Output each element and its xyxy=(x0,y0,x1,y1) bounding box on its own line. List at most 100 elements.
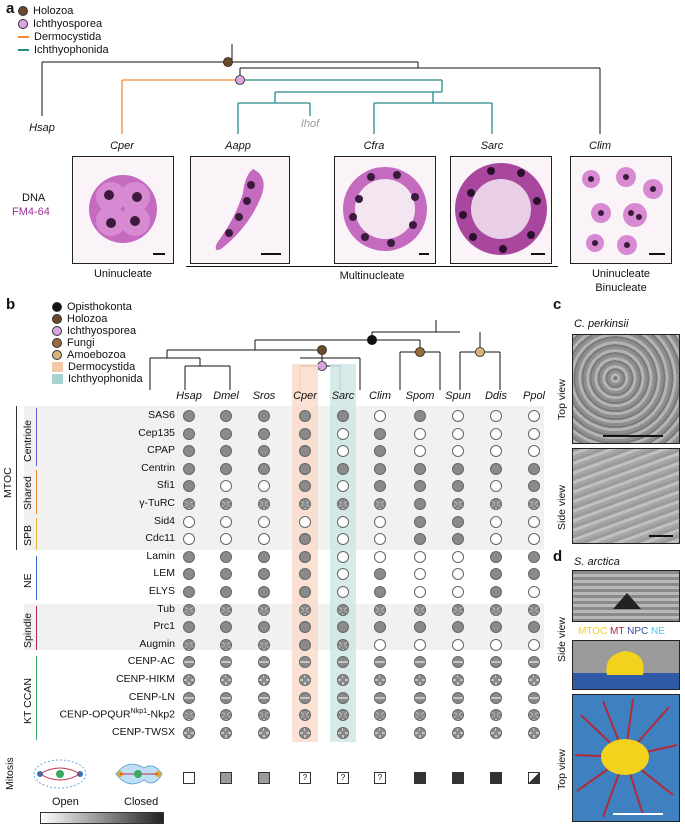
mitosis-state-box: ? xyxy=(337,772,349,784)
presence-cell xyxy=(337,568,349,581)
presence-cell xyxy=(490,462,502,475)
gene-name: Centrin xyxy=(141,461,175,474)
presence-cell xyxy=(220,691,232,704)
presence-cell xyxy=(490,603,502,616)
presence-cell xyxy=(258,691,270,704)
presence-cell xyxy=(490,498,502,510)
gene-label: CPAP xyxy=(25,444,175,456)
presence-cell xyxy=(452,638,464,651)
presence-cell xyxy=(337,480,349,493)
presence-cell xyxy=(299,480,311,493)
presence-cell xyxy=(299,462,311,475)
presence-cell xyxy=(414,586,426,598)
presence-cell xyxy=(452,621,464,634)
legend-item: Holozoa xyxy=(52,312,107,325)
presence-cell xyxy=(490,427,502,440)
legend-item: Ichthyophonida xyxy=(18,43,109,56)
presence-cell xyxy=(183,621,195,634)
gene-name: Lamin xyxy=(146,549,175,562)
mitosis-open-label: Open xyxy=(52,796,79,808)
presence-cell xyxy=(258,533,270,546)
species-label-b: Hsap xyxy=(176,390,202,402)
legend-dot-icon xyxy=(18,18,28,29)
d-top-view-label: Top view xyxy=(556,749,568,790)
presence-cell xyxy=(414,445,426,458)
presence-cell xyxy=(374,427,386,440)
presence-cell xyxy=(337,709,349,722)
stain-label-dna: DNA xyxy=(22,192,46,204)
presence-cell xyxy=(258,638,270,651)
presence-cell xyxy=(374,410,386,422)
presence-cell xyxy=(183,533,195,546)
presence-cell xyxy=(220,445,232,458)
presence-cell xyxy=(528,638,540,651)
presence-cell xyxy=(452,568,464,581)
legend-label: Ichthyosporea xyxy=(33,17,103,30)
species-label-b: Cper xyxy=(293,390,317,402)
presence-cell xyxy=(220,550,232,563)
presence-cell xyxy=(528,515,540,528)
legend-label: Dermocystida xyxy=(34,30,102,43)
legend-dot-icon xyxy=(52,325,62,336)
presence-cell xyxy=(299,674,311,686)
gene-name: CENP-TWSX xyxy=(112,725,175,738)
gene-label: γ-TuRC xyxy=(25,497,175,509)
presence-cell xyxy=(220,656,232,669)
presence-cell xyxy=(490,445,502,458)
presence-cell xyxy=(490,586,502,598)
gene-label: CENP-HIKM xyxy=(25,673,175,685)
presence-cell xyxy=(299,550,311,563)
mitosis-state-box: ? xyxy=(374,772,386,784)
presence-cell xyxy=(490,515,502,528)
micrograph-clim xyxy=(570,156,672,264)
panel-b-letter: b xyxy=(6,296,16,313)
legend-item: Ichthyosporea xyxy=(18,17,102,30)
d-legend-row: MTOC MT NPC NE xyxy=(578,626,665,637)
gene-label: Prc1 xyxy=(25,620,175,632)
presence-cell xyxy=(299,586,311,598)
presence-cell xyxy=(414,427,426,440)
presence-cell xyxy=(258,445,270,458)
legend-label: Ichthyophonida xyxy=(34,43,109,56)
gene-name: CENP-AC xyxy=(127,655,175,668)
presence-cell xyxy=(414,550,426,563)
presence-cell xyxy=(220,480,232,493)
presence-cell xyxy=(490,568,502,581)
gene-name: CENP-LN xyxy=(128,690,175,703)
legend-label: Fungi xyxy=(67,336,95,349)
presence-cell xyxy=(220,498,232,510)
gene-name: Augmin xyxy=(139,637,175,650)
legend-label: Ichthyosporea xyxy=(67,324,137,337)
legend-label: Ichthyophonida xyxy=(68,372,143,385)
mitosis-state-box xyxy=(220,772,232,784)
gene-name: Sfi1 xyxy=(156,479,175,492)
d-side-em xyxy=(572,570,680,622)
legend-dot-icon xyxy=(52,301,62,312)
presence-cell xyxy=(490,638,502,651)
presence-cell xyxy=(337,621,349,634)
presence-cell xyxy=(183,427,195,440)
presence-cell xyxy=(258,480,270,493)
presence-cell xyxy=(374,674,386,686)
legend-item: Opisthokonta xyxy=(52,300,132,313)
mitosis-diagrams xyxy=(33,759,163,789)
presence-cell xyxy=(299,726,311,739)
species-label-b: Sarc xyxy=(331,390,355,402)
presence-cell xyxy=(528,410,540,422)
presence-cell xyxy=(258,603,270,616)
presence-cell xyxy=(258,586,270,598)
presence-cell xyxy=(374,550,386,563)
presence-cell xyxy=(183,462,195,475)
presence-cell xyxy=(414,603,426,616)
legend-item: Fungi xyxy=(52,336,95,349)
legend-line-icon xyxy=(18,48,29,51)
species-label-b: Ddis xyxy=(484,390,507,402)
presence-cell xyxy=(183,709,195,722)
presence-cell xyxy=(374,621,386,634)
presence-cell xyxy=(374,568,386,581)
legend-line-icon xyxy=(18,35,29,38)
micrograph-cper xyxy=(72,156,174,264)
presence-cell xyxy=(374,691,386,704)
presence-cell xyxy=(414,621,426,634)
legend-item: Dermocystida xyxy=(52,360,135,373)
